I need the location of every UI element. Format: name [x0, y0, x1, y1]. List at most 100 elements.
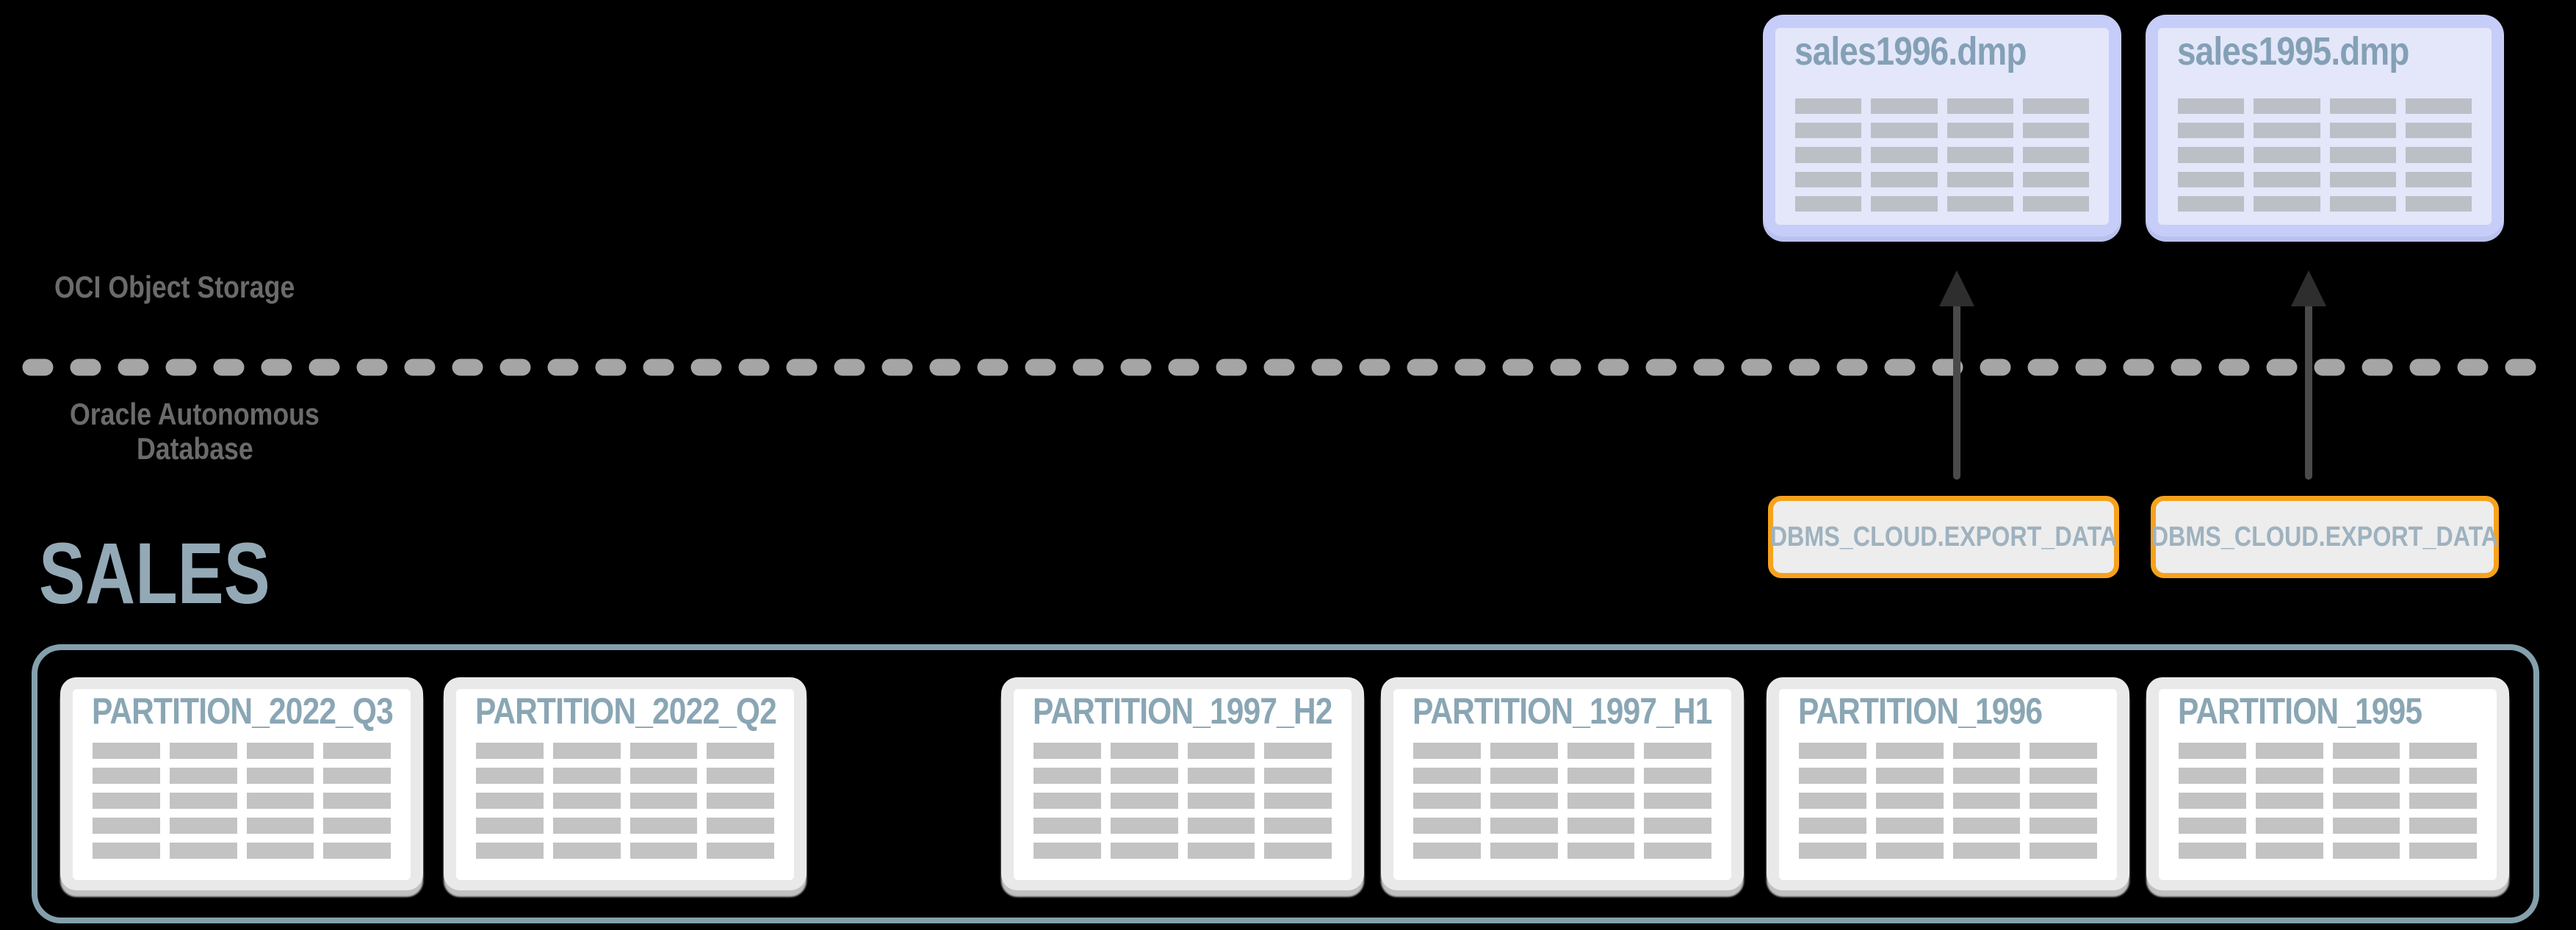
table-cell	[169, 793, 237, 809]
partition-card-2022-q3: PARTITION_2022_Q3	[60, 677, 423, 890]
table-cell	[1264, 793, 1332, 809]
table-cell	[1413, 843, 1481, 859]
table-cell	[476, 843, 544, 859]
partition-name: PARTITION_1997_H1	[1413, 691, 1712, 732]
table-cell	[1799, 843, 1866, 859]
table-cell	[1490, 743, 1558, 759]
table-icon-grid	[93, 743, 391, 859]
sales-table-container	[32, 644, 2539, 923]
table-cell	[2178, 195, 2245, 212]
table-cell	[2254, 195, 2320, 212]
export-data-procedure-box: DBMS_CLOUD.EXPORT_DATA	[2151, 496, 2499, 578]
table-cell	[476, 768, 544, 784]
table-cell	[1799, 793, 1866, 809]
table-cell	[93, 818, 160, 834]
table-cell	[1871, 195, 1938, 212]
dump-file-name: sales1996.dmp	[1794, 29, 2027, 73]
table-cell	[1947, 195, 2013, 212]
table-cell	[2022, 195, 2089, 212]
table-cell	[1875, 743, 1944, 759]
partition-name: PARTITION_2022_Q3	[92, 691, 394, 732]
table-cell	[1490, 843, 1558, 859]
table-cell	[2332, 843, 2400, 859]
table-cell	[1187, 768, 1255, 784]
table-cell	[2329, 123, 2396, 139]
table-cell	[93, 793, 160, 809]
table-cell	[629, 818, 698, 834]
partition-card-body: PARTITION_1997_H2	[1014, 689, 1352, 880]
table-cell	[2405, 171, 2472, 187]
table-cell	[707, 793, 774, 809]
table-cell	[2030, 768, 2097, 784]
partition-card-1995: PARTITION_1995	[2146, 677, 2509, 890]
table-cell	[1795, 123, 1862, 139]
table-cell	[1264, 743, 1332, 759]
table-cell	[2332, 768, 2400, 784]
table-cell	[1952, 743, 2021, 759]
partition-card-body: PARTITION_1997_H1	[1393, 689, 1731, 880]
table-cell	[1875, 818, 1944, 834]
table-cell	[1952, 768, 2021, 784]
table-cell	[1799, 743, 1866, 759]
table-cell	[1875, 768, 1944, 784]
table-cell	[1490, 818, 1558, 834]
table-cell	[93, 768, 160, 784]
table-cell	[2332, 818, 2400, 834]
table-cell	[707, 843, 774, 859]
table-cell	[707, 768, 774, 784]
table-cell	[246, 743, 314, 759]
table-cell	[2179, 768, 2246, 784]
table-icon-grid	[2179, 743, 2477, 859]
table-cell	[1644, 793, 1711, 809]
table-cell	[2409, 793, 2477, 809]
export-arrow-1995	[2291, 270, 2326, 480]
table-cell	[1187, 818, 1255, 834]
table-icon-grid	[1795, 98, 2089, 212]
table-cell	[2405, 147, 2472, 163]
partition-name: PARTITION_1997_H2	[1033, 691, 1332, 732]
dump-file-card-body: sales1996.dmp	[1775, 28, 2109, 225]
partition-card-body: PARTITION_2022_Q3	[73, 689, 411, 880]
table-cell	[1795, 98, 1862, 115]
table-cell	[1033, 768, 1101, 784]
table-icon-grid	[1413, 743, 1711, 859]
table-cell	[2254, 147, 2320, 163]
partition-card-1997-h2: PARTITION_1997_H2	[1001, 677, 1364, 890]
table-cell	[707, 743, 774, 759]
table-cell	[93, 743, 160, 759]
table-cell	[1875, 843, 1944, 859]
table-cell	[2405, 123, 2472, 139]
table-cell	[1490, 793, 1558, 809]
table-cell	[1952, 818, 2021, 834]
table-cell	[2178, 171, 2245, 187]
table-cell	[1947, 171, 2013, 187]
table-cell	[1033, 743, 1101, 759]
table-cell	[169, 818, 237, 834]
table-cell	[169, 768, 237, 784]
table-cell	[246, 793, 314, 809]
table-cell	[323, 843, 391, 859]
zone-separator-dashed-line	[22, 358, 2537, 376]
table-cell	[2030, 793, 2097, 809]
table-cell	[2329, 171, 2396, 187]
partition-name: PARTITION_2022_Q2	[475, 691, 777, 732]
table-cell	[1644, 768, 1711, 784]
table-cell	[2409, 818, 2477, 834]
zone-label-line1: Oracle Autonomous	[70, 397, 320, 431]
table-cell	[1033, 793, 1101, 809]
table-cell	[1871, 147, 1938, 163]
table-cell	[629, 768, 698, 784]
table-cell	[2030, 743, 2097, 759]
table-cell	[2179, 843, 2246, 859]
table-cell	[2030, 843, 2097, 859]
table-cell	[1644, 843, 1711, 859]
table-cell	[2178, 123, 2245, 139]
table-cell	[552, 843, 621, 859]
table-cell	[1875, 793, 1944, 809]
table-cell	[1947, 123, 2013, 139]
table-cell	[2254, 98, 2320, 115]
table-icon-grid	[476, 743, 774, 859]
table-cell	[629, 743, 698, 759]
table-cell	[1871, 171, 1938, 187]
